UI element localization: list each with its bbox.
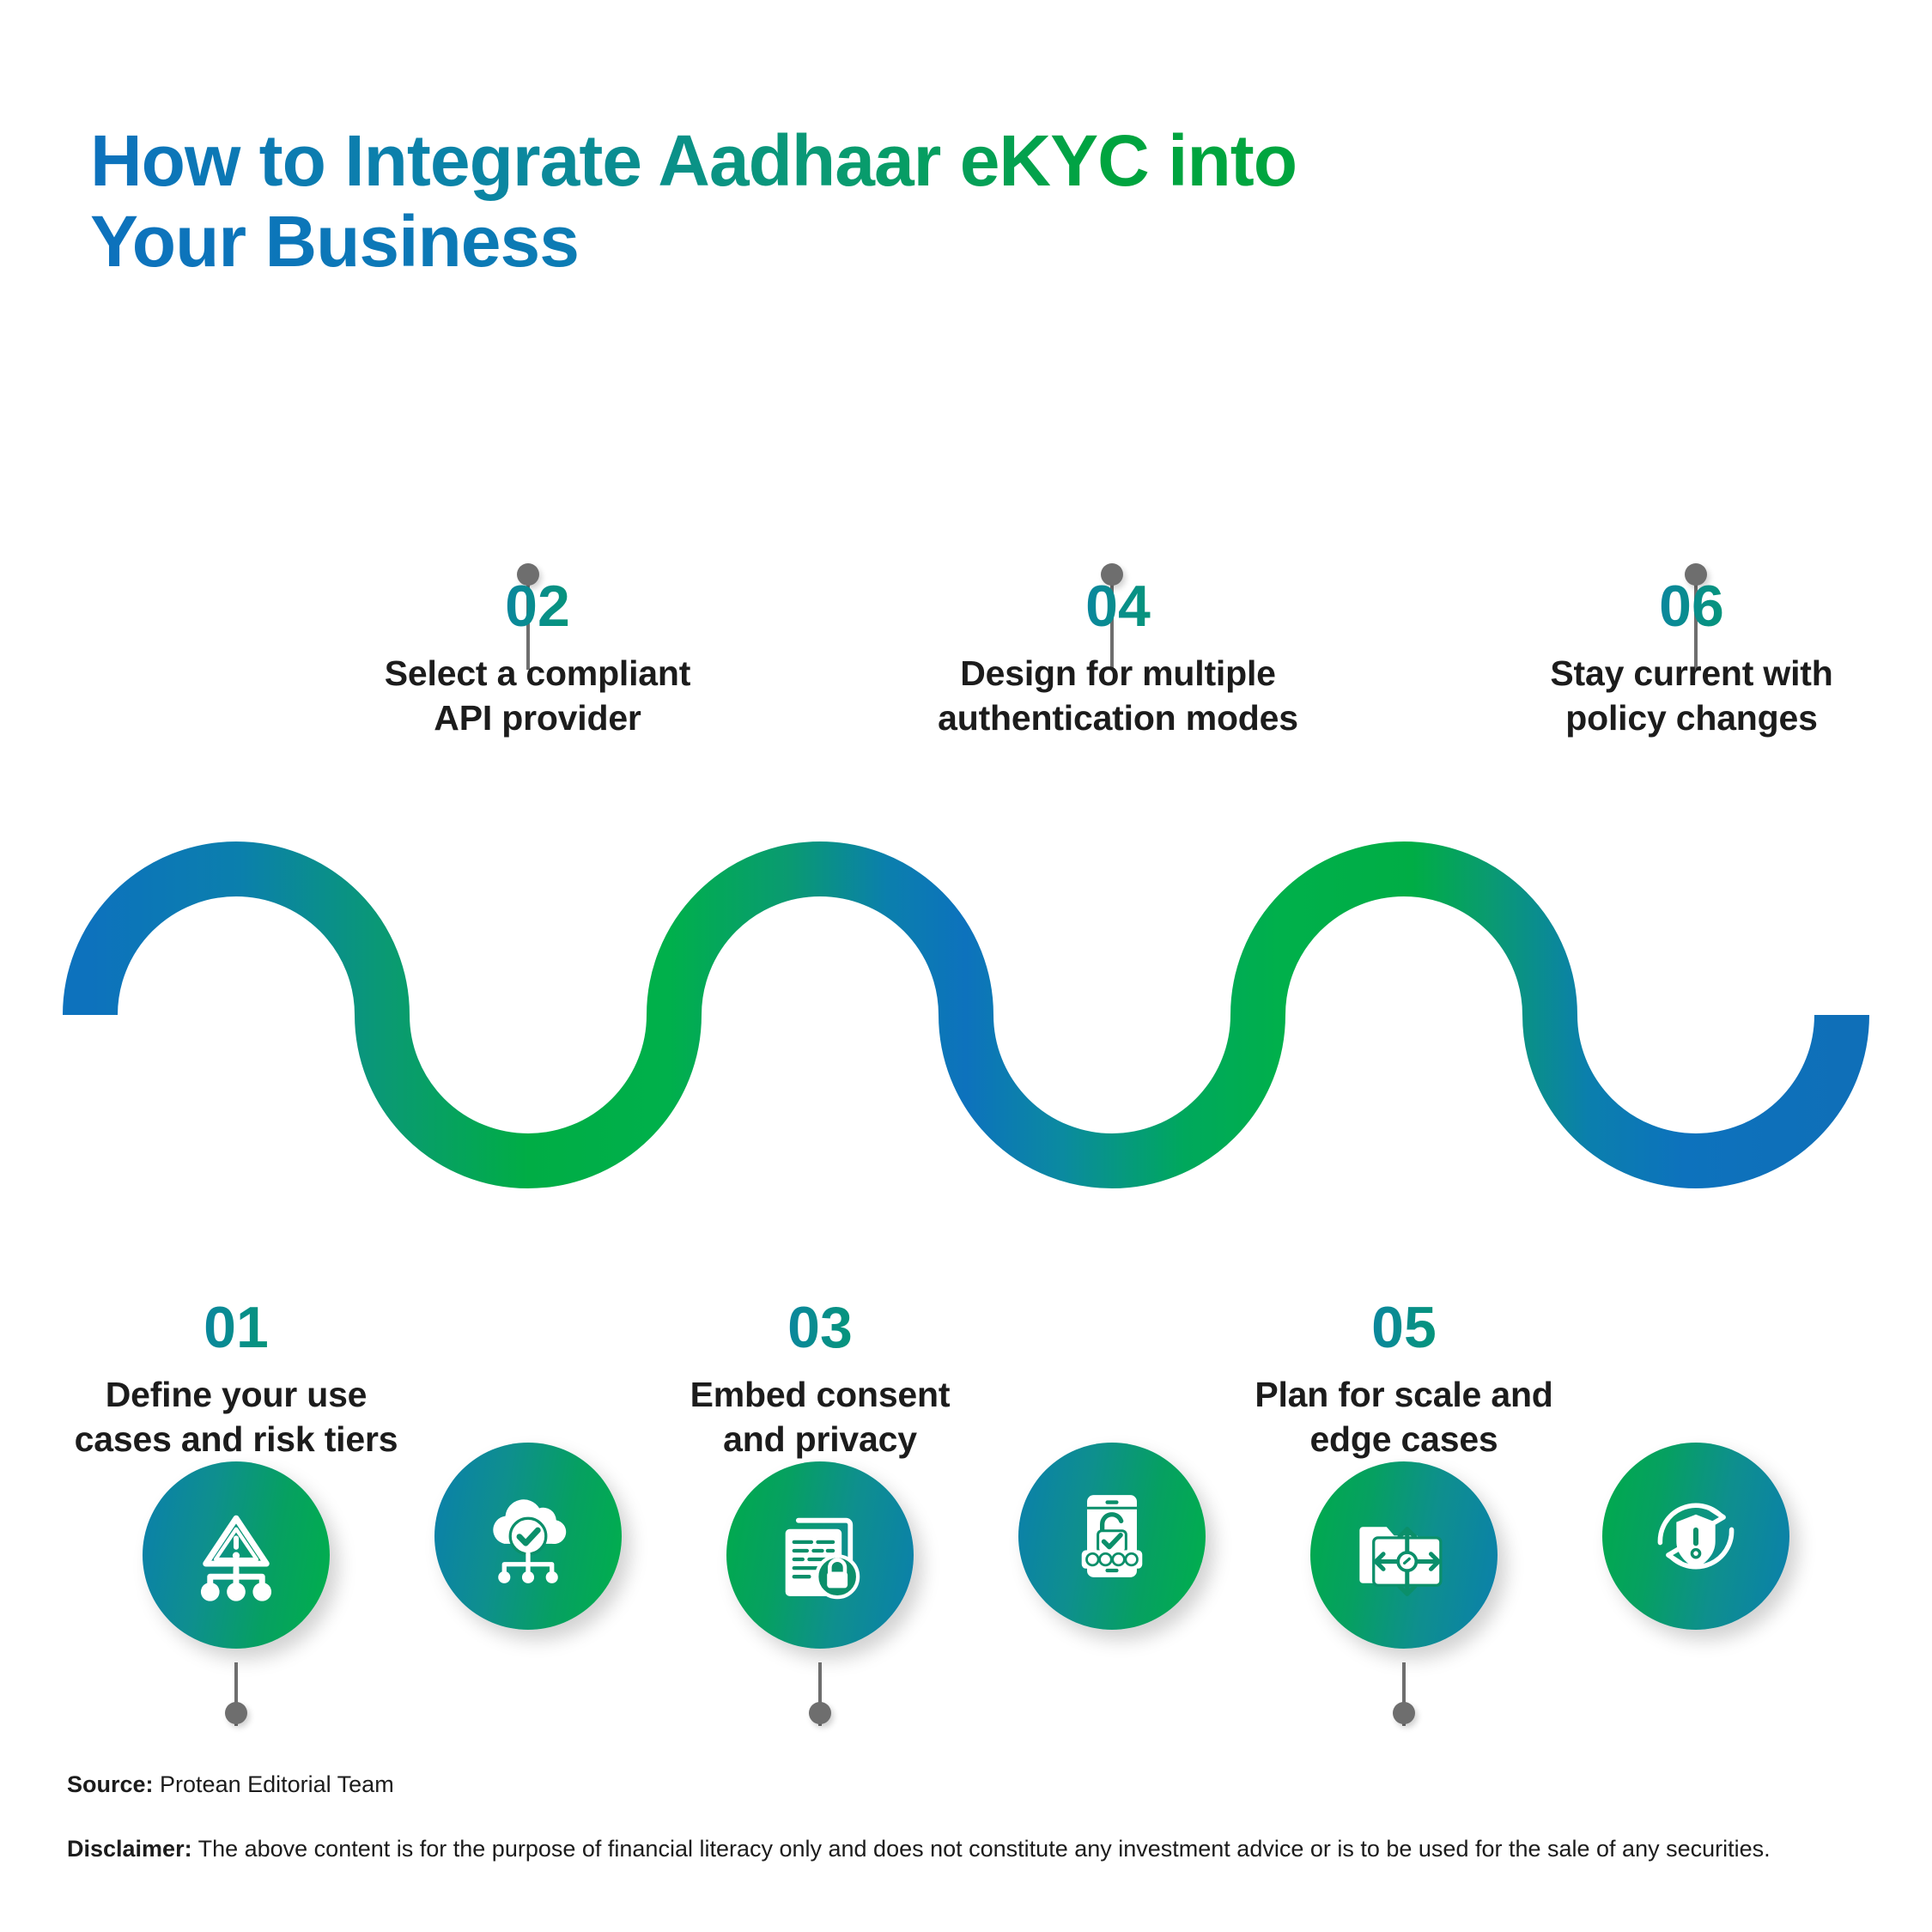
step-1-connector-line: [234, 1662, 238, 1726]
disclaimer-text: The above content is for the purpose of …: [191, 1835, 1771, 1862]
step-6-connector-dot: [1685, 563, 1707, 586]
document-lock-icon: [785, 1517, 860, 1600]
step-5-number: 05: [1224, 1298, 1584, 1357]
step-4-title: Design for multiple authentication modes: [938, 653, 1298, 738]
step-3-number: 03: [640, 1298, 1000, 1357]
step-5-title: Plan for scale and edge cases: [1255, 1375, 1553, 1460]
step-4-icon-circle[interactable]: [1018, 1443, 1206, 1630]
step-5-connector-dot: [1393, 1702, 1415, 1724]
source-line: Source: Protean Editorial Team: [67, 1767, 1866, 1802]
step-1-connector-dot: [225, 1702, 247, 1724]
step-6-title: Stay current with policy changes: [1550, 653, 1833, 738]
title-line-1: How to Integrate Aadhaar eKYC into: [90, 120, 1722, 201]
step-2-connector-line: [526, 575, 530, 670]
wave-ribbon: [63, 841, 1869, 1188]
step-1-label: 01 Define your use cases and risk tiers: [56, 1298, 416, 1462]
warning-triangle-hierarchy-icon: [200, 1515, 272, 1601]
step-5-connector-line: [1402, 1662, 1406, 1726]
source-text: Protean Editorial Team: [153, 1771, 394, 1797]
disclaimer-line: Disclaimer: The above content is for the…: [67, 1832, 1866, 1867]
step-5-label: 05 Plan for scale and edge cases: [1224, 1298, 1584, 1462]
step-2-title: Select a compliant API provider: [384, 653, 691, 738]
step-2-label: 02 Select a compliant API provider: [357, 577, 718, 741]
footer: Source: Protean Editorial Team Disclaime…: [67, 1767, 1866, 1866]
step-2-number: 02: [357, 577, 718, 635]
disclaimer-label: Disclaimer:: [67, 1835, 192, 1862]
step-4-number: 04: [938, 577, 1298, 635]
step-5-icon-circle[interactable]: [1310, 1461, 1498, 1649]
step-3-title: Embed consent and privacy: [690, 1375, 951, 1460]
step-2-connector-dot: [517, 563, 539, 586]
step-3-connector-dot: [809, 1702, 831, 1724]
shield-alert-refresh-icon: [1657, 1503, 1735, 1570]
step-4-connector-line: [1110, 575, 1114, 670]
title-line-2: Your Business: [90, 201, 1722, 282]
step-6-label: 06 Stay current with policy changes: [1511, 577, 1872, 741]
step-3-icon-circle[interactable]: [726, 1461, 914, 1649]
cloud-check-network-icon: [493, 1499, 567, 1583]
source-label: Source:: [67, 1771, 154, 1797]
folder-scale-arrows-icon: [1359, 1527, 1443, 1596]
step-4-label: 04 Design for multiple authentication mo…: [938, 577, 1298, 741]
step-6-icon-circle[interactable]: [1602, 1443, 1789, 1630]
step-6-connector-line: [1694, 575, 1698, 670]
step-1-title: Define your use cases and risk tiers: [74, 1375, 398, 1460]
step-3-label: 03 Embed consent and privacy: [640, 1298, 1000, 1462]
step-1-number: 01: [56, 1298, 416, 1357]
step-1-icon-circle[interactable]: [143, 1461, 330, 1649]
process-flow-diagram: [0, 550, 1932, 1726]
step-3-connector-line: [818, 1662, 822, 1726]
page-title: How to Integrate Aadhaar eKYC into Your …: [90, 120, 1722, 282]
step-4-connector-dot: [1101, 563, 1123, 586]
step-2-icon-circle[interactable]: [434, 1443, 622, 1630]
step-6-number: 06: [1511, 577, 1872, 635]
mobile-unlock-otp-icon: [1081, 1495, 1143, 1577]
